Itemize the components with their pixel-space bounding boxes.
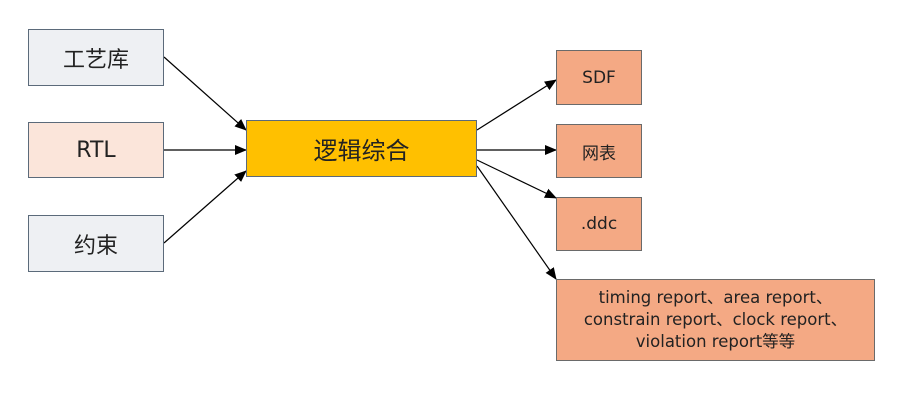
output-netlist-label: 网表 <box>582 143 616 164</box>
output-netlist-box: 网表 <box>556 124 642 178</box>
input-library-label: 工艺库 <box>62 47 129 73</box>
arrow-synthesis-to-reports <box>476 165 557 280</box>
arrow-synthesis-to-ddc <box>476 159 557 199</box>
output-sdf-label: SDF <box>582 67 616 88</box>
output-ddc-box: .ddc <box>556 197 642 251</box>
arrow-constraints-to-synthesis <box>163 170 247 244</box>
output-sdf-box: SDF <box>556 50 642 105</box>
output-ddc-label: .ddc <box>580 214 618 234</box>
input-constraints-box: 约束 <box>28 215 164 272</box>
arrow-synthesis-to-sdf <box>476 79 557 131</box>
output-reports-box: timing report、area report、 constrain rep… <box>556 279 875 361</box>
output-reports-label: timing report、area report、 constrain rep… <box>583 288 848 351</box>
input-rtl-box: RTL <box>28 122 164 178</box>
logic-synthesis-label: 逻辑综合 <box>313 137 410 165</box>
input-constraints-label: 约束 <box>73 233 118 259</box>
arrow-library-to-synthesis <box>163 56 247 131</box>
input-rtl-label: RTL <box>76 137 116 163</box>
logic-synthesis-box: 逻辑综合 <box>246 120 477 177</box>
input-library-box: 工艺库 <box>28 29 164 86</box>
